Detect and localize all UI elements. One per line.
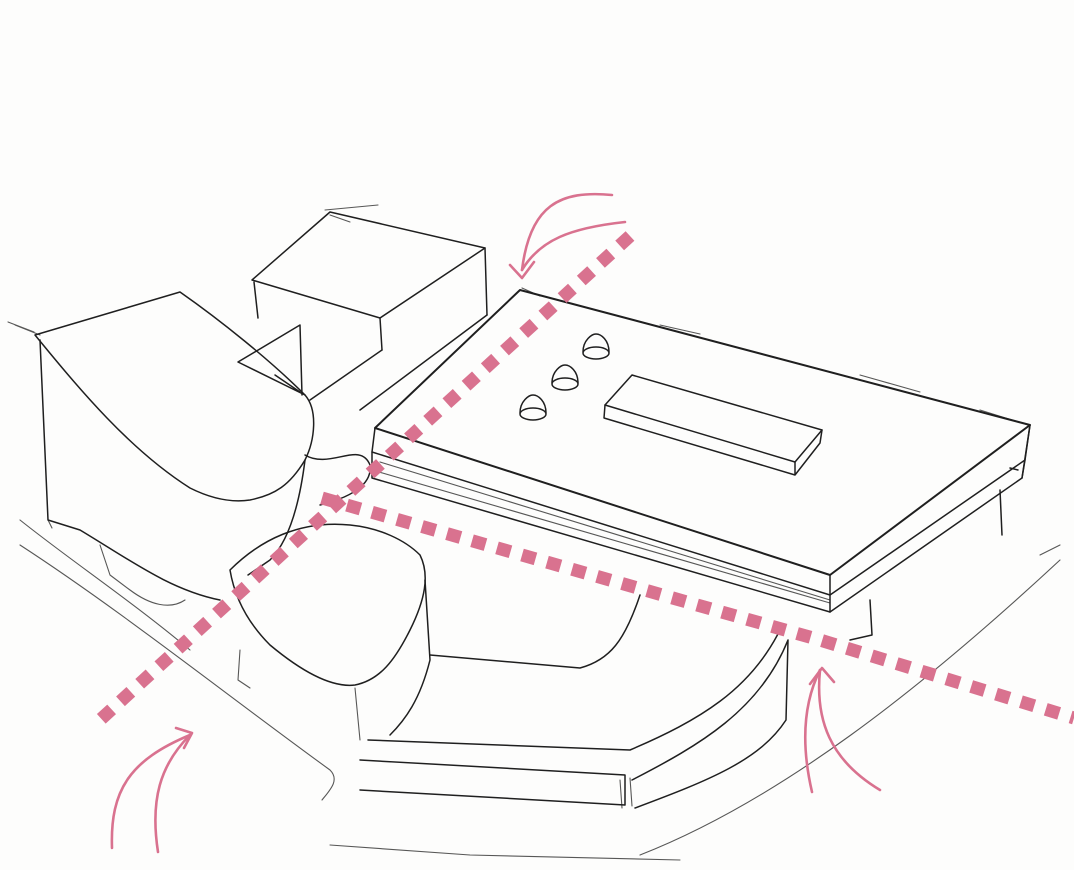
left-block-roof [35,292,314,501]
rear-block-roof [252,212,485,318]
street-edge-bottom [330,845,680,860]
skylight-top [605,375,822,462]
rear-block-connector [310,315,487,410]
plaza-curve-inner [430,595,640,668]
curved-arrow-icon [112,728,192,852]
plaza-riser [620,778,632,808]
site-line-horizontal [322,498,1074,718]
dome-icon [583,334,609,359]
site-line-diagonal [100,236,630,720]
street-edge-left-outer [20,520,190,650]
roof-skylight [604,375,822,475]
main-plate [372,288,1030,640]
curved-arrow-icon [510,194,625,278]
center-block-base [238,650,360,740]
street-edge-right-inner [1040,545,1060,555]
plaza-step-right [632,640,788,808]
left-block-notch [8,322,40,335]
curved-arrow-icon [805,668,880,792]
rear-block-top-edge [325,205,378,222]
plaza [360,595,788,808]
dome-icon [552,365,578,390]
roof-vents [520,334,609,420]
center-block-roof [230,524,425,685]
ground-lines [20,520,1060,860]
approach-arrows [112,194,880,852]
left-block [8,292,314,605]
skylight-side [604,405,822,475]
plate-roof [375,290,1030,575]
plaza-step-lower [360,760,625,805]
center-block-wall [390,580,430,735]
street-edge-left [20,545,334,800]
rear-block-right-wall [380,248,487,350]
dome-icon [520,395,546,420]
rear-block-left-wall [254,282,258,318]
plate-edge-right [830,425,1030,612]
plate-layer-1 [372,425,1030,595]
left-block-front-wall [40,340,220,600]
rear-block [238,205,487,410]
